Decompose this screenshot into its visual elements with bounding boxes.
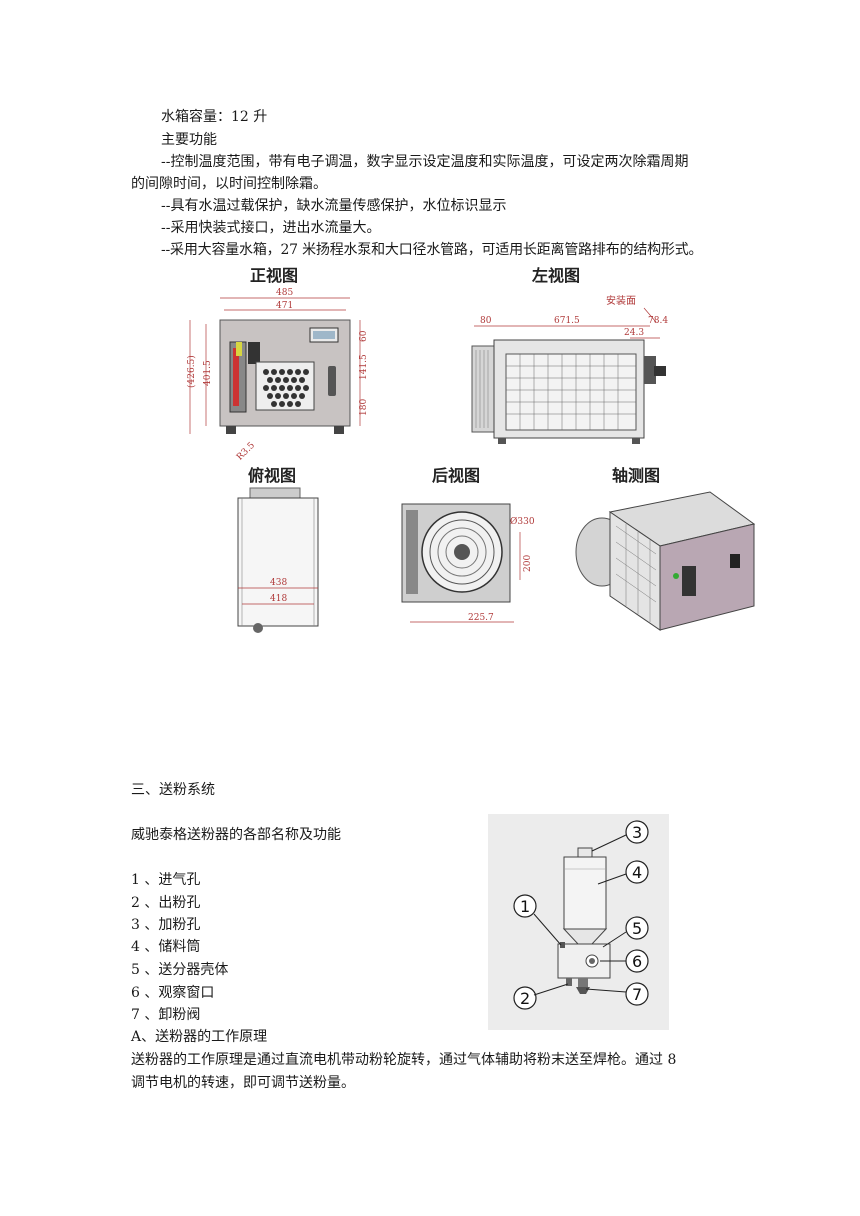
back-view-title: 后视图 <box>432 466 481 485</box>
section-title: 三、送粉系统 <box>131 782 215 798</box>
callout-circle-1 <box>513 894 537 918</box>
section-subtitle: 威驰泰格送粉器的各部名称及功能 <box>131 827 341 843</box>
part-item-7: 7 、卸粉阀 <box>131 1007 201 1023</box>
callout-2: 2 <box>520 989 530 1008</box>
iso-view <box>575 491 756 631</box>
principle-title: A、送粉器的工作原理 <box>131 1029 268 1045</box>
dim-60: 60 <box>359 330 369 342</box>
dim-471: 471 <box>276 301 293 311</box>
front-view: 485 471 60 141.5 180 401.5 (426.5) R3.5 <box>186 288 369 463</box>
dim-485: 485 <box>276 288 293 298</box>
iso-view-title: 轴测图 <box>612 466 661 485</box>
dim-141: 141.5 <box>359 354 369 380</box>
technical-drawing: 正视图 左视图 俯视图 后视图 轴测图 <box>170 262 758 644</box>
main-functions-title: 主要功能 <box>161 132 217 148</box>
function-line-5: --采用大容量水箱，27 米扬程水泵和大口径水管路，可适用长距离管路排布的结构形… <box>161 242 703 258</box>
callout-7: 7 <box>632 985 642 1004</box>
function-line-2: 的间隙时间，以时间控制除霜。 <box>131 176 327 192</box>
part-item-3: 3 、加粉孔 <box>131 917 201 933</box>
left-view-title: 左视图 <box>532 266 581 285</box>
part-item-5: 5 、送分器壳体 <box>131 962 229 978</box>
part-item-2: 2 、出粉孔 <box>131 895 201 911</box>
callout-1: 1 <box>520 897 530 916</box>
top-view-title: 俯视图 <box>248 466 297 485</box>
part-item-4: 4 、储料筒 <box>131 939 201 955</box>
function-line-4: --采用快装式接口，进出水流量大。 <box>161 220 381 236</box>
callout-circle-5 <box>625 916 649 940</box>
callout-3: 3 <box>632 823 642 842</box>
dim-243: 24.3 <box>624 328 644 338</box>
callout-6: 6 <box>632 952 642 971</box>
principle-line-1: 送粉器的工作原理是通过直流电机带动粉轮旋转，通过气体辅助将粉末送至焊枪。通过 8 <box>131 1052 677 1068</box>
function-line-1: --控制温度范围，带有电子调温，数字显示设定温度和实际温度，可设定两次除霜周期 <box>161 154 689 170</box>
callout-circle-3 <box>625 820 649 844</box>
tank-capacity: 水箱容量：12 升 <box>161 109 268 125</box>
dim-200: 200 <box>523 555 533 572</box>
front-view-title: 正视图 <box>250 266 299 285</box>
dim-426: (426.5) <box>186 355 197 388</box>
powder-feeder-figure: 3 4 1 5 6 2 7 <box>488 814 669 1030</box>
part-item-6: 6 、观察窗口 <box>131 985 215 1001</box>
dim-d330: Ø330 <box>510 516 535 527</box>
left-view: 安装面 80 671.5 78.4 24.3 <box>471 294 668 444</box>
function-line-3: --具有水温过载保护，缺水流量传感保护，水位标识显示 <box>161 198 507 214</box>
dim-438: 438 <box>270 578 287 588</box>
powder-feeder-svg: 3 4 1 5 6 2 7 <box>513 820 649 1010</box>
part-item-1: 1 、进气孔 <box>131 872 201 888</box>
callout-4: 4 <box>632 863 642 882</box>
principle-line-2: 调节电机的转速，即可调节送粉量。 <box>131 1075 355 1091</box>
dim-r35: R3.5 <box>235 440 257 462</box>
dim-784: 78.4 <box>648 316 668 326</box>
top-view: 438 418 <box>237 487 319 633</box>
callout-circle-2 <box>513 986 537 1010</box>
drawing-svg: 485 471 60 141.5 180 401.5 (426.5) R3.5 <box>186 288 756 633</box>
dim-80: 80 <box>480 316 492 326</box>
dim-671: 671.5 <box>554 316 580 326</box>
dim-mount-face: 安装面 <box>606 294 636 307</box>
dim-418: 418 <box>270 594 287 604</box>
back-view: Ø330 200 225.7 <box>401 503 535 623</box>
callout-circle-7 <box>625 982 649 1006</box>
dim-180: 180 <box>359 399 369 416</box>
callout-circle-4 <box>625 860 649 884</box>
dim-225: 225.7 <box>468 613 494 623</box>
dim-401: 401.5 <box>203 360 213 386</box>
callout-5: 5 <box>632 919 642 938</box>
